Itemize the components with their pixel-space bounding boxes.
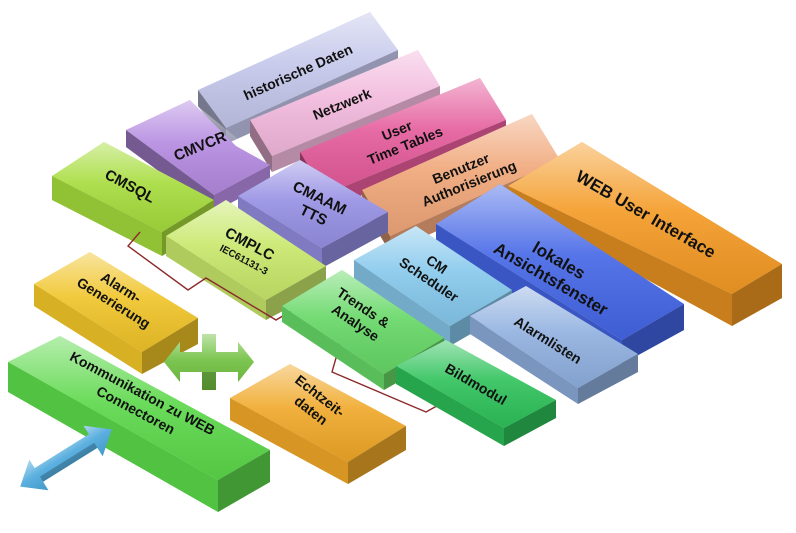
block-side — [470, 316, 578, 404]
block-side — [230, 398, 348, 484]
block-alarm-generierung: Alarm- Generierung — [34, 252, 198, 374]
block-side — [250, 120, 272, 172]
block-side — [282, 306, 384, 390]
block-front — [348, 426, 406, 484]
block-front — [142, 318, 198, 374]
block-alarmlisten: Alarmlisten — [470, 286, 638, 404]
block-echtzeitdaten: Echtzeit- daten — [230, 364, 406, 484]
block-front — [578, 354, 638, 404]
double-arrow-icon — [20, 425, 112, 491]
block-front — [504, 400, 556, 446]
block-front — [322, 212, 388, 268]
block-bildmodul: Bildmodul — [396, 340, 556, 446]
block-side — [8, 362, 218, 512]
block-side — [508, 186, 732, 326]
block-side — [52, 176, 162, 256]
block-cmaam-tts: CMAAM TTS — [238, 160, 388, 268]
block-side — [396, 366, 504, 446]
block-cmsql: CMSQL — [52, 142, 214, 256]
block-front — [622, 304, 684, 364]
block-front — [266, 266, 326, 320]
block-side — [354, 260, 450, 346]
block-web-user-interface: WEB User Interface — [508, 142, 782, 326]
block-side — [34, 284, 142, 374]
block-front — [732, 264, 782, 326]
block-kommunikation-web-connectoren: Kommunikation zu WEB Connectoren — [8, 336, 270, 512]
four-way-arrow-icon — [164, 334, 254, 390]
block-front — [218, 450, 270, 512]
block-front — [214, 165, 270, 212]
